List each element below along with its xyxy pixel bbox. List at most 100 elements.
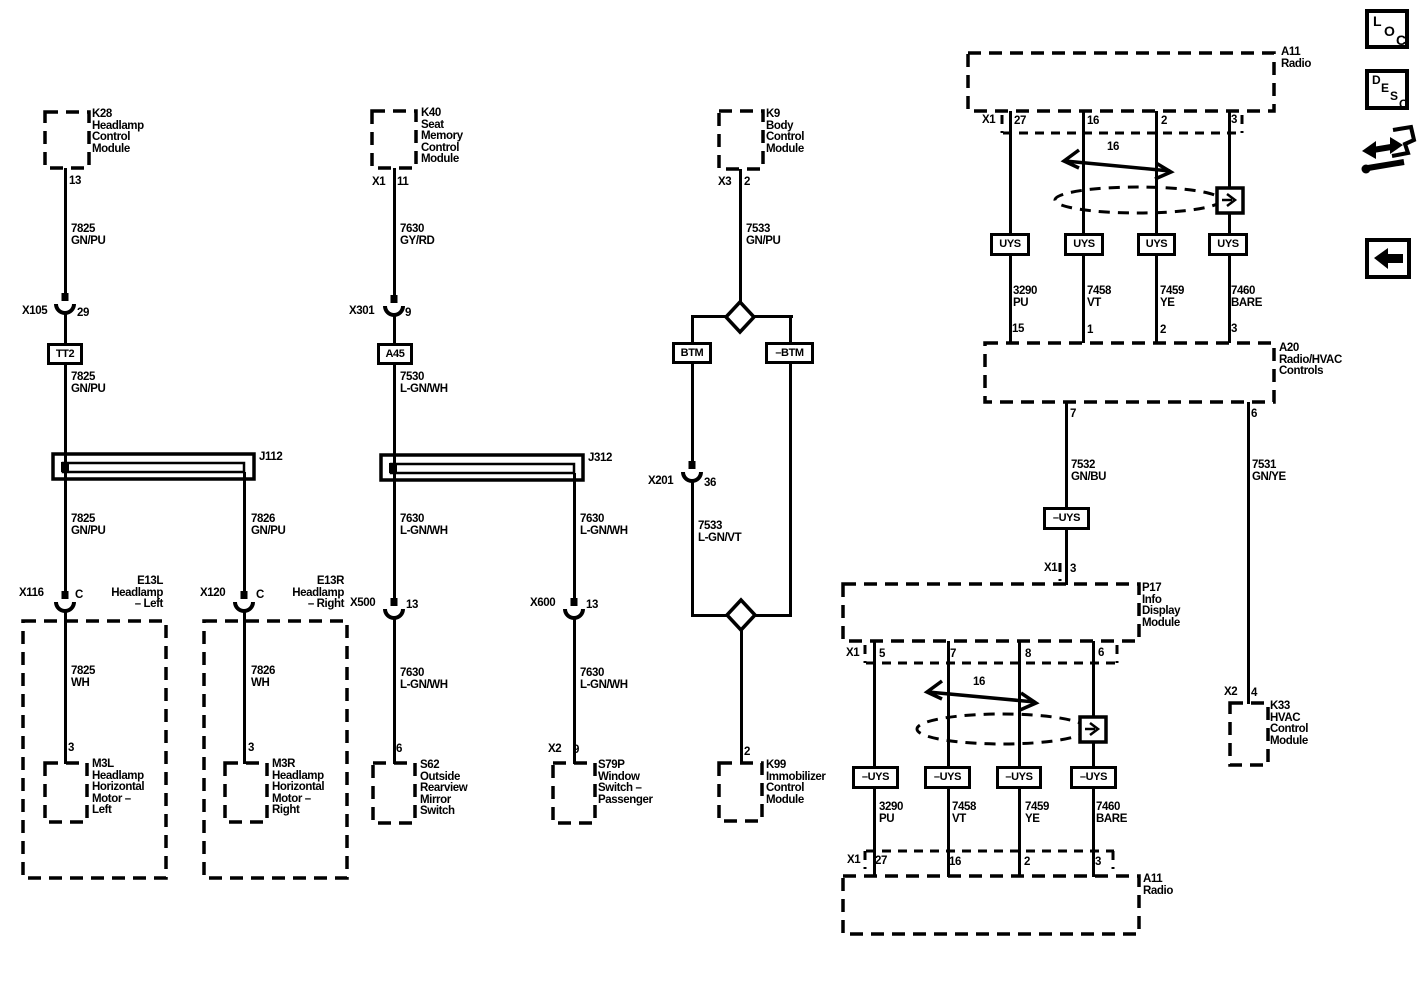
connector-label: X105 [22,305,48,317]
wire-label: 7826 WH [251,665,275,689]
module-box-s62 [371,761,417,825]
module-label: K33 HVAC Control Module [1270,700,1309,747]
desc-letter: S [1390,89,1399,103]
wire [788,318,792,344]
wire [572,619,576,764]
wire [1227,255,1231,343]
wire [392,168,396,296]
pin-label: 13 [406,599,418,611]
pin-label: 3 [1095,856,1101,868]
pin-label: 7 [1070,408,1076,420]
wire [1081,111,1085,233]
wire [1064,529,1068,585]
wire-routing-button[interactable] [1359,124,1417,180]
wire [1008,111,1012,233]
wire-label: 7630 GY/RD [400,223,435,247]
uys-tag: UYS [1208,233,1248,256]
wire [1017,641,1021,767]
pin-label: 3 [1231,323,1237,335]
wire-label: 7533 L-GN/VT [698,520,742,544]
twisted-pair-count: 16 [1107,141,1119,153]
shield-ellipse [915,712,1089,746]
wire-label: 7533 GN/PU [746,223,781,247]
module-label: A20 Radio/HVAC Controls [1279,342,1342,377]
module-box-k9 [717,109,765,171]
splice-box-j312 [379,453,585,482]
connector-label: X3 [718,176,732,188]
wire [739,629,743,764]
wire-label: 7630 L-GN/WH [400,513,448,537]
connector-label: X600 [530,597,556,609]
wire-label: 3290 PU [1013,285,1037,309]
connector-label: X2 [1224,686,1238,698]
pin-label: 13 [586,599,598,611]
pin-label: 29 [77,307,89,319]
loc-button[interactable]: L O C [1365,9,1409,49]
pin-label: 6 [396,743,402,755]
btm-tag: BTM [672,342,712,364]
back-button[interactable] [1365,238,1411,279]
pin-label: 9 [573,744,579,756]
splice-diamond [723,299,757,335]
twisted-pair-arrow [923,148,1175,712]
connector-label: X1 [372,176,386,188]
wire [1227,111,1231,233]
pin-label: 16 [949,856,961,868]
module-box-s79p [551,761,597,825]
wire-label: 7826 GN/PU [251,513,286,537]
splice-junction [389,463,397,473]
wire [1091,788,1095,877]
pin-label: 3 [1070,563,1076,575]
module-box-m3r [223,761,269,824]
assembly-box-left-headlamp [21,619,168,880]
splice-bar [61,461,246,474]
wire-label: 7458 VT [952,801,976,825]
twisted-pair-count: 16 [973,676,985,688]
module-label: M3R Headlamp Horizontal Motor – Right [272,758,325,816]
wire [690,482,694,615]
wire-label: 7825 GN/PU [71,513,106,537]
pin-label: 11 [397,176,409,188]
connector-label: X1 [846,647,860,659]
desc-letter: E [1381,81,1390,95]
module-box-k40 [370,109,418,170]
wire [788,363,792,615]
desc-letter: C [1399,97,1408,111]
desc-letter: D [1372,73,1381,87]
desc-button[interactable]: D E S C [1365,69,1409,111]
wire-label: 3290 PU [879,801,903,825]
wire-label: 7530 L-GN/WH [400,371,448,395]
pin-label: C [256,589,264,601]
wire-label: 7825 GN/PU [71,223,106,247]
wire [752,613,792,617]
pin-label: 3 [1231,114,1237,126]
pin-label: 6 [1251,408,1257,420]
connector-label: X201 [648,475,674,487]
pin-label: 2 [744,176,750,188]
pin-label: 2 [1024,856,1030,868]
wire [63,314,67,344]
wire [392,473,396,599]
module-label: K9 Body Control Module [766,108,805,155]
splice-pack-tt2: TT2 [47,343,83,365]
uys-tag: UYS [1137,233,1176,256]
wire [63,472,67,592]
module-label: A11 Radio [1143,873,1173,897]
neg-btm-tag: –BTM [765,342,814,364]
pin-label: 13 [69,175,81,187]
back-arrow-icon [1374,248,1403,269]
wire [690,318,694,344]
wire [63,168,67,294]
wire-label: 7459 YE [1025,801,1049,825]
module-box-a20 [983,341,1276,404]
wire [738,169,742,304]
pin-label: 2 [744,746,750,758]
uys-tag: UYS [1064,233,1104,256]
pin-label: 1 [1087,324,1093,336]
connector-label: X120 [200,587,226,599]
wire [946,641,950,767]
wire-label: 7825 WH [71,665,95,689]
module-box-p17 [841,582,1141,643]
pin-label: 8 [1025,648,1031,660]
pin-label: 6 [1098,647,1104,659]
